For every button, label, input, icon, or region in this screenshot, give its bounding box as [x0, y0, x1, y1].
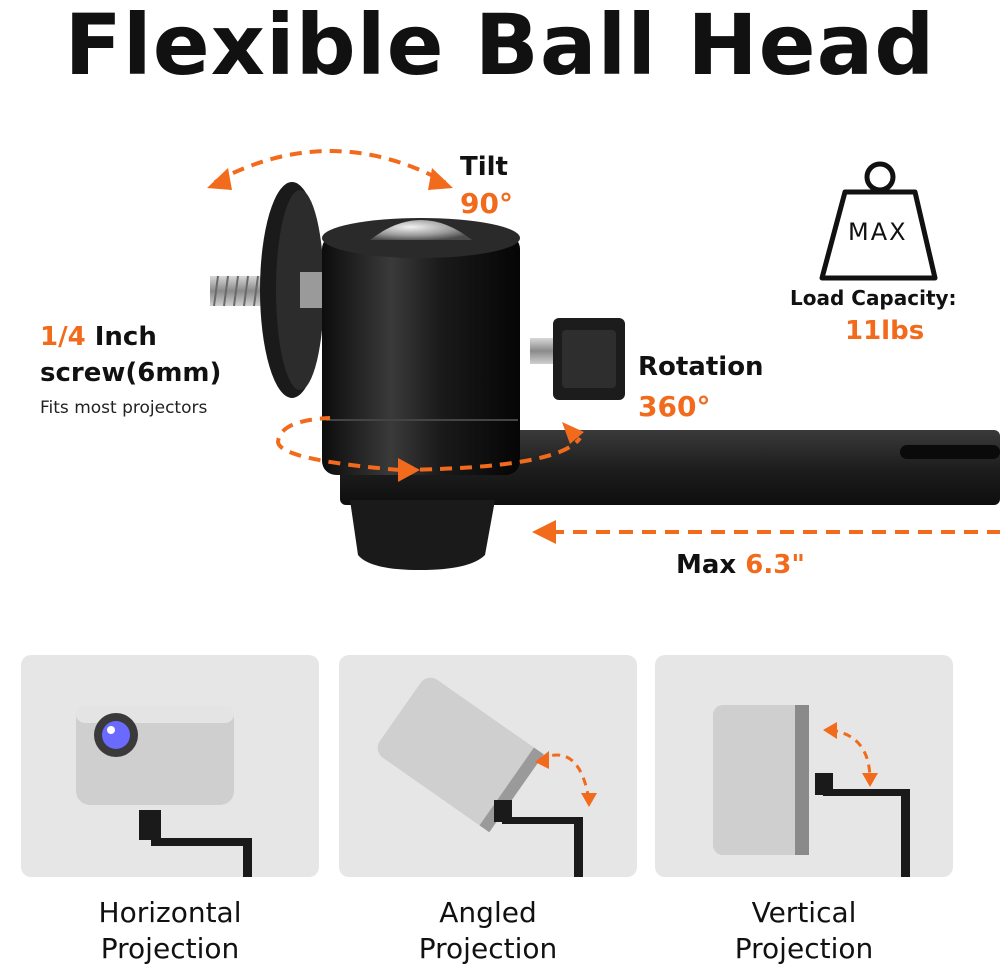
ball-head-illustration — [207, 149, 1000, 570]
screw-size-line: 1/4 Inch — [40, 322, 157, 352]
caption-angled-line2: Projection — [418, 932, 558, 965]
tilt-label: Tilt — [460, 152, 508, 182]
panel-angled — [339, 655, 637, 877]
screw-note: Fits most projectors — [40, 398, 208, 418]
extension-line: Max 6.3" — [676, 550, 805, 580]
panel-horizontal — [21, 655, 319, 877]
screw-unit: Inch — [94, 322, 157, 352]
caption-angled: Angled Projection — [328, 895, 648, 967]
angled-projector-illustration — [377, 677, 597, 877]
caption-vertical-line1: Vertical — [751, 896, 857, 929]
caption-horizontal: Horizontal Projection — [10, 895, 330, 967]
caption-vertical-line2: Projection — [734, 932, 874, 965]
caption-horizontal-line1: Horizontal — [98, 896, 242, 929]
horizontal-projector-illustration — [76, 705, 252, 877]
load-capacity-value: 11lbs — [845, 316, 925, 346]
vertical-projector-illustration — [713, 705, 910, 877]
screw-spec: screw(6mm) — [40, 358, 222, 388]
extension-value: 6.3" — [745, 550, 805, 580]
page-title: Flexible Ball Head — [64, 0, 936, 94]
caption-angled-line1: Angled — [439, 896, 537, 929]
caption-horizontal-line2: Projection — [100, 932, 240, 965]
extension-label: Max — [676, 550, 737, 580]
weight-icon-label: MAX — [848, 218, 908, 246]
panel-vertical — [655, 655, 953, 877]
rotation-label: Rotation — [638, 352, 764, 382]
screw-size: 1/4 — [40, 322, 86, 352]
caption-vertical: Vertical Projection — [644, 895, 964, 967]
load-capacity-label: Load Capacity: — [790, 286, 957, 310]
tilt-value: 90° — [460, 187, 513, 220]
rotation-value: 360° — [638, 390, 711, 423]
weight-icon — [819, 161, 938, 281]
